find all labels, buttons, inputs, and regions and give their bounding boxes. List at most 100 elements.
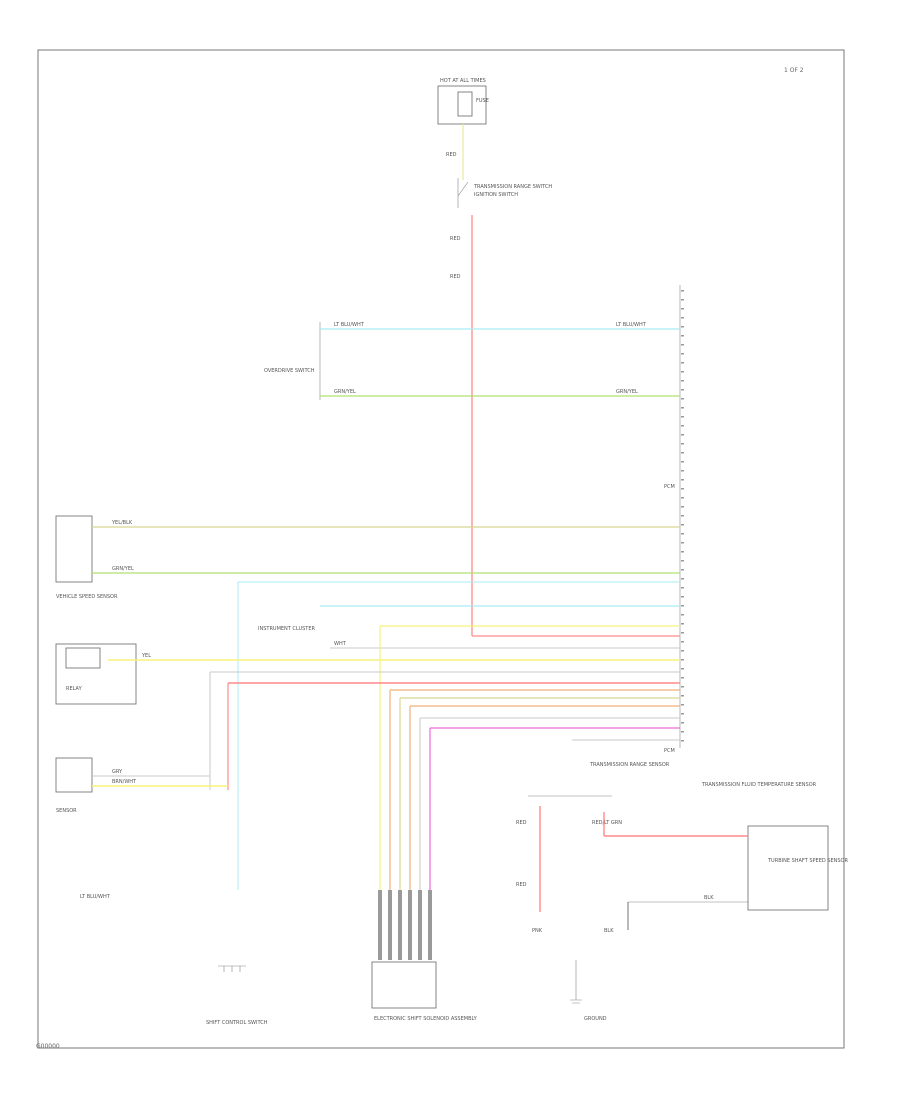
diagram-frame	[37, 49, 845, 1049]
pcm-pin	[681, 605, 684, 607]
wire-label-pnk-br: PNK	[532, 928, 543, 934]
pcm-pin	[681, 641, 684, 643]
pcm-pin	[681, 299, 684, 301]
pcm-pin	[681, 551, 684, 553]
wire-label-grn-od: GRN/YEL	[334, 389, 356, 395]
shift-control-label: SHIFT CONTROL SWITCH	[206, 1020, 268, 1026]
trans-solenoid-pin	[418, 890, 422, 960]
wire-label-red-br-2: RED	[516, 882, 527, 888]
fuse-panel-label: HOT AT ALL TIMES	[440, 78, 486, 84]
pcm-pin	[681, 596, 684, 598]
trans-solenoid-pin	[388, 890, 392, 960]
pcm-pin	[681, 686, 684, 688]
pcm-pin	[681, 317, 684, 319]
pcm-pin	[681, 506, 684, 508]
wire-label-yel-relay: YEL	[141, 653, 151, 659]
pcm-pin	[681, 470, 684, 472]
sensor-left-box	[55, 757, 93, 793]
ground-symbol	[570, 960, 582, 1004]
pcm-pin	[681, 524, 684, 526]
trans-solenoid-connector	[371, 961, 437, 1009]
pcm-pin	[681, 713, 684, 715]
pcm-pin	[681, 290, 684, 292]
trans-sensor-label: TRANSMISSION FLUID TEMPERATURE SENSOR	[701, 782, 817, 788]
pcm-pin	[681, 344, 684, 346]
pcm-pin	[681, 434, 684, 436]
pcm-pins	[681, 290, 684, 742]
wire-label-olive-2: GRN/YEL	[112, 566, 134, 572]
wire-label-lt-blu-od-r: LT BLU/WHT	[616, 322, 647, 328]
trans-solenoid-pins	[378, 890, 432, 960]
diagram-code: G00000	[36, 1043, 60, 1050]
relay-inner	[65, 647, 101, 669]
pcm-pin	[681, 488, 684, 490]
pcm-pin	[681, 722, 684, 724]
wire-label-gray-sensor: GRY	[112, 769, 123, 775]
wire-label-red-br-1: RED	[516, 820, 527, 826]
pcm-pin	[681, 650, 684, 652]
range-sensor-label: TRANSMISSION RANGE SENSOR	[589, 762, 670, 768]
pcm-pin	[681, 632, 684, 634]
wire-label-yel-sensor: BRN/WHT	[112, 779, 137, 785]
wire-label-lt-blu-od: LT BLU/WHT	[334, 322, 365, 328]
pcm-pin	[681, 569, 684, 571]
vss-label: VEHICLE SPEED SENSOR	[56, 594, 118, 600]
pcm-pin	[681, 623, 684, 625]
pcm-pin	[681, 614, 684, 616]
pcm-pin	[681, 461, 684, 463]
pcm-label: PCM	[664, 484, 675, 490]
page-reference: 1 OF 2	[784, 67, 804, 74]
pcm-pin	[681, 677, 684, 679]
wire-traces: LT BLU/WHT LT BLU/WHT GRN/YEL GRN/YEL YEL/BL…	[92, 215, 748, 934]
instrument-cluster-label: INSTRUMENT CLUSTER	[258, 626, 316, 632]
turbine-sensor-box	[747, 825, 829, 911]
wire-label-gray-1: WHT	[334, 641, 347, 647]
ign-switch-symbol	[457, 178, 469, 208]
wire-label-red-mid2: RED	[450, 274, 461, 280]
pcm-pin	[681, 425, 684, 427]
trans-solenoid-pin	[378, 890, 382, 960]
pcm-pin	[681, 542, 684, 544]
pcm-pin	[681, 353, 684, 355]
wire-label-grn-od-r: GRN/YEL	[616, 389, 638, 395]
pcm-pin	[681, 407, 684, 409]
pcm-pin	[681, 497, 684, 499]
pcm-pin	[681, 731, 684, 733]
pcm-bottom-label: PCM	[664, 748, 675, 754]
wire-label-olive-1: YEL/BLK	[111, 520, 133, 526]
pcm-pin	[681, 578, 684, 580]
pcm-pin	[681, 443, 684, 445]
wire-label-blk-br: BLK	[604, 928, 614, 934]
pcm-pin	[681, 515, 684, 517]
pcm-pin	[681, 452, 684, 454]
trans-solenoid-pin	[428, 890, 432, 960]
wire-label-red-mid: RED	[450, 236, 461, 242]
pcm-pin	[681, 668, 684, 670]
wire-label-blk-br-2: BLK	[704, 895, 714, 901]
relay-label: RELAY	[66, 686, 83, 692]
pcm-pin	[681, 533, 684, 535]
pcm-pin	[681, 308, 684, 310]
pcm-pin	[681, 389, 684, 391]
wire-label-red-right: RED/LT GRN	[592, 820, 622, 826]
ign-switch-label: TRANSMISSION RANGE SWITCH	[473, 184, 552, 190]
fuse-label: FUSE	[476, 98, 489, 104]
trans-solenoid-pin	[398, 890, 402, 960]
pcm-pin	[681, 587, 684, 589]
pcm-pin	[681, 416, 684, 418]
pcm-pin	[681, 704, 684, 706]
fuse-element	[457, 91, 473, 117]
pcm-pin	[681, 560, 684, 562]
pcm-pin	[681, 398, 684, 400]
pcm-pin	[681, 326, 684, 328]
sensor-left-label: SENSOR	[56, 808, 77, 814]
pcm-pin	[681, 380, 684, 382]
pcm-pin	[681, 362, 684, 364]
trans-solenoid-pin	[408, 890, 412, 960]
pcm-pin	[681, 335, 684, 337]
od-switch-label: OVERDRIVE SWITCH	[264, 368, 315, 374]
shift-control-symbol	[218, 965, 246, 972]
wire-label-lt-blu-left: LT BLU/WHT	[80, 894, 111, 900]
pcm-pin	[681, 695, 684, 697]
